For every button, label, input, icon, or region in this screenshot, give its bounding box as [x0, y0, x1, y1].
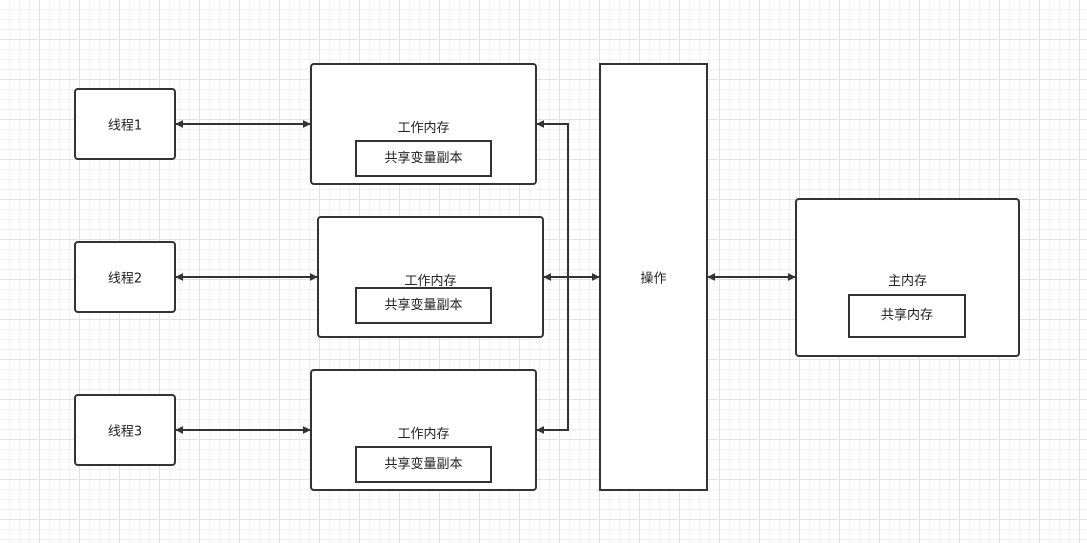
- working-memory-1-copy[interactable]: 共享变量副本: [355, 140, 492, 177]
- working-memory-2-copy[interactable]: 共享变量副本: [355, 287, 492, 324]
- thread-3-label: 线程3: [107, 424, 143, 440]
- thread-2-node[interactable]: 线程2: [74, 241, 176, 313]
- working-memory-3-copy[interactable]: 共享变量副本: [355, 446, 492, 483]
- working-memory-2-title: 工作内存: [404, 274, 457, 289]
- working-memory-1-title: 工作内存: [397, 121, 450, 136]
- shared-memory-box[interactable]: 共享内存: [848, 294, 966, 338]
- operation-node[interactable]: 操作: [599, 63, 708, 491]
- thread-1-node[interactable]: 线程1: [74, 88, 176, 160]
- thread-1-label: 线程1: [107, 118, 143, 134]
- wm3-operation-arrow: [536, 277, 569, 434]
- thread-2-label: 线程2: [107, 271, 143, 287]
- operation-label: 操作: [640, 271, 667, 287]
- main-memory-title: 主内存: [887, 274, 927, 289]
- wm1-operation-arrow: [536, 120, 569, 277]
- thread-3-node[interactable]: 线程3: [74, 394, 176, 466]
- working-memory-3-title: 工作内存: [397, 427, 450, 442]
